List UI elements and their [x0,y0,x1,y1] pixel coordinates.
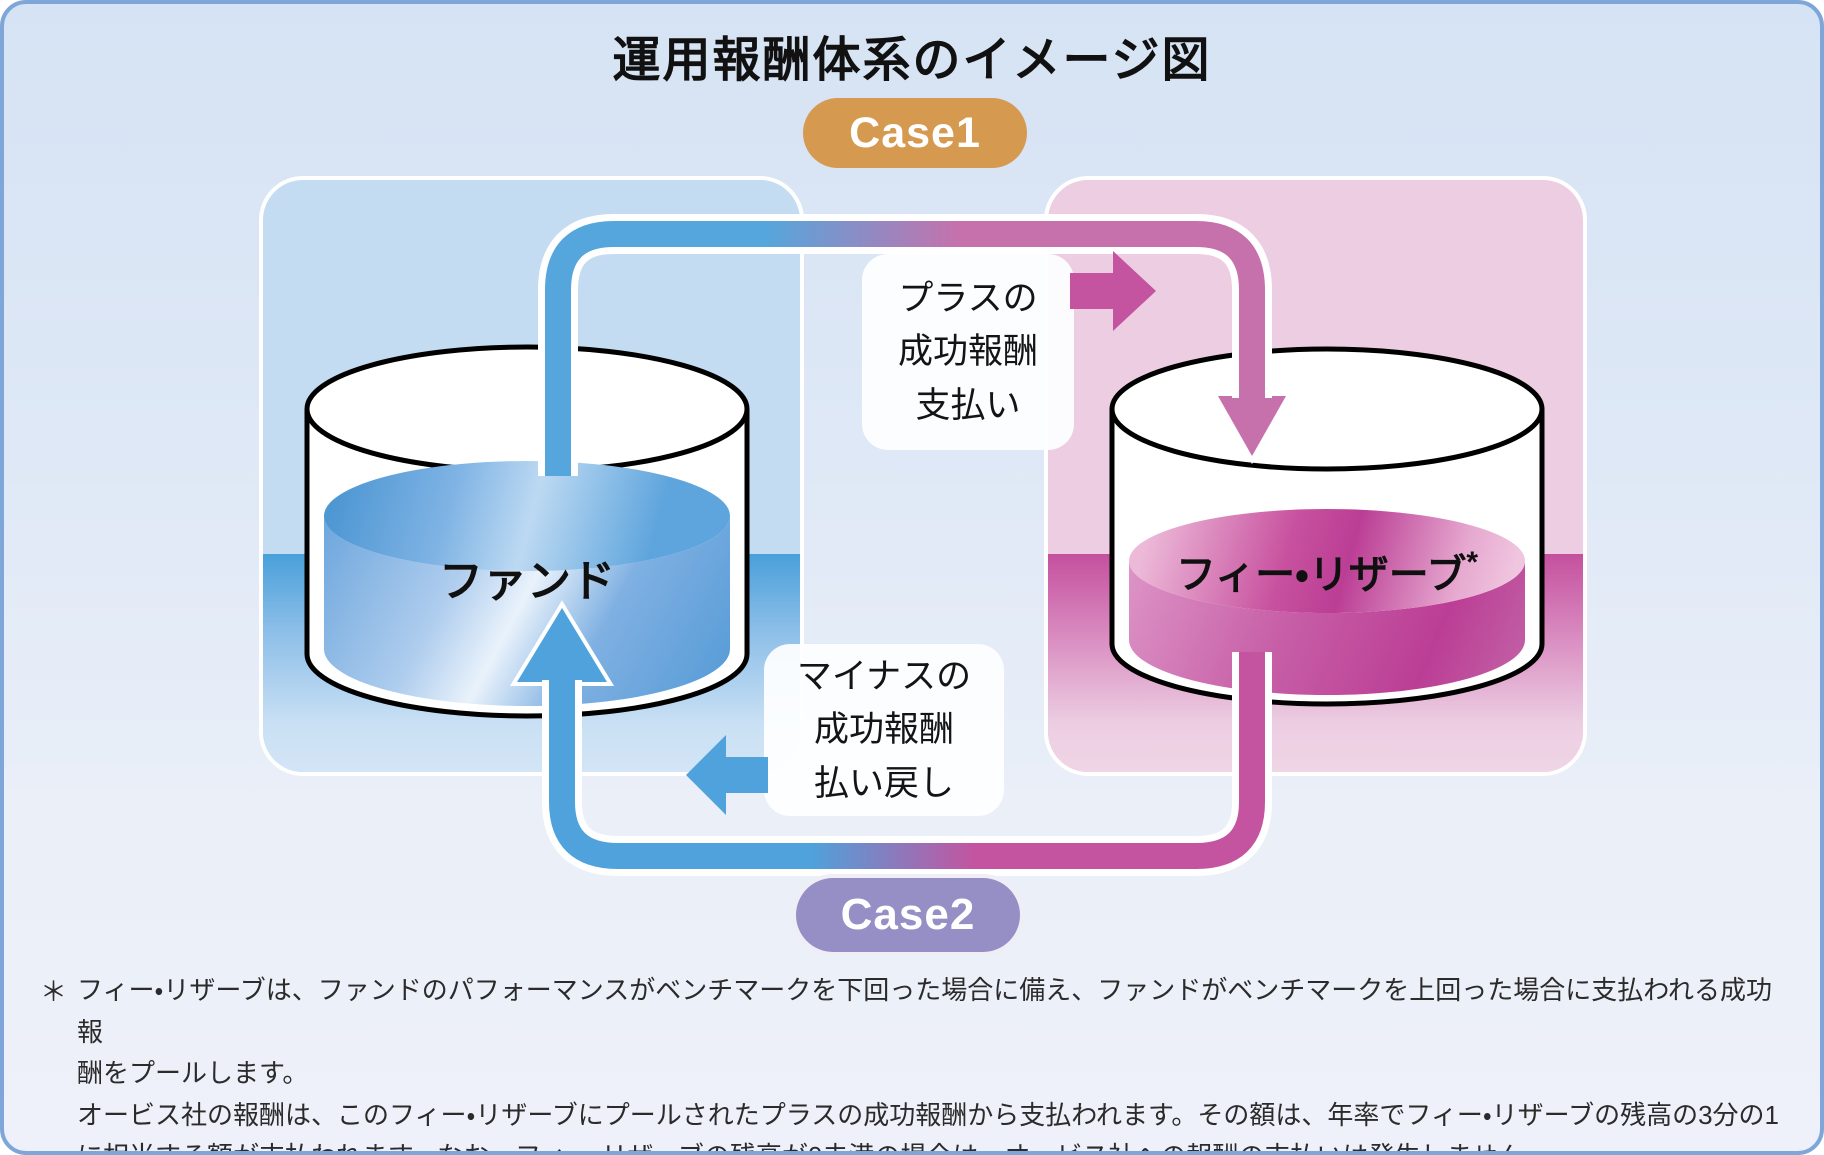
case2-badge-label: Case2 [840,890,976,939]
arrow-left-icon [686,735,768,815]
footnote: ＊ フィー・リザーブは、ファンドのパフォーマンスがベンチマークを下回った場合に備… [40,970,1792,1151]
fund-tank-rim [304,344,750,474]
page-title: 運用報酬体系のイメージ図 [612,34,1212,87]
fee-liquid-surface [1129,509,1525,613]
fund-liquid-surface [324,461,730,571]
minus-performance-fee-label: マイナスの 成功報酬 払い戻し [764,644,1004,816]
case2-pipe-flow [549,652,1265,869]
case1-badge-label: Case1 [849,108,981,157]
fee-liquid-body [1129,561,1525,695]
case1-pipe-flow [545,221,1265,476]
fee-tank-rim [1109,346,1545,472]
plus-performance-fee-label: プラスの 成功報酬 支払い [862,254,1074,450]
footnote-text: フィー・リザーブは、ファンドのパフォーマンスがベンチマークを下回った場合に備え、… [77,975,1780,1151]
case2-pipe [509,600,1272,876]
fund-tank [304,344,750,719]
tanks-and-pipes-graphic: ファンド フィー・リザーブ* [304,214,1545,876]
fund-liquid-body [324,516,730,706]
footnote-asterisk: ＊ [40,977,67,1007]
arrow-right-icon [1070,251,1156,331]
case1-badge: Case1 [803,98,1027,168]
fee-reserve-tank-label: フィー・リザーブ* [1176,546,1478,597]
fee-reserve-tank [1109,346,1545,707]
case2-badge: Case2 [792,874,1024,956]
case1-pipe [538,214,1293,476]
fund-tank-label: ファンド [439,557,615,606]
